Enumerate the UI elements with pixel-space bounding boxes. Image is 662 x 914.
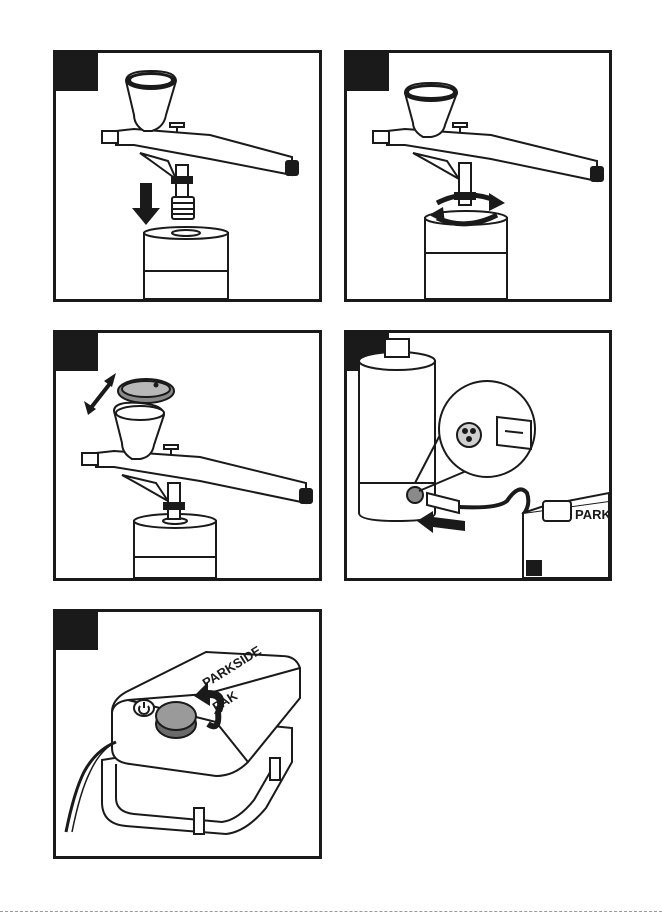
airbrush bbox=[373, 83, 603, 205]
compressor bbox=[523, 493, 609, 578]
airbrush-screw-illustration bbox=[347, 53, 609, 299]
compressor-dial-illustration: PARKSIDE PAK bbox=[56, 612, 319, 856]
air-hose bbox=[427, 489, 528, 515]
airbrush-lid-illustration bbox=[56, 333, 319, 578]
paint-cup-lid bbox=[118, 379, 174, 403]
air-canister bbox=[134, 514, 216, 578]
air-canister bbox=[359, 339, 435, 521]
arrowhead-icon bbox=[489, 193, 505, 211]
step-panel-2 bbox=[344, 50, 612, 302]
airbrush bbox=[102, 71, 298, 197]
step-panel-5: PARKSIDE PAK bbox=[53, 609, 322, 859]
canister-connect-illustration: PARKSIDE bbox=[347, 333, 609, 578]
arrow-down-icon bbox=[132, 183, 160, 225]
step-panel-1 bbox=[53, 50, 322, 302]
airbrush bbox=[82, 403, 312, 519]
compressor-brand-label: PARKSIDE bbox=[575, 507, 609, 522]
thread-connector bbox=[172, 197, 194, 219]
page-bottom-rule bbox=[0, 911, 662, 912]
power-button-icon bbox=[134, 700, 154, 716]
step-panel-4: PARKSIDE bbox=[344, 330, 612, 581]
step-panel-3 bbox=[53, 330, 322, 581]
double-arrow-icon bbox=[84, 373, 116, 415]
air-canister bbox=[144, 227, 228, 299]
airbrush-connect-illustration bbox=[56, 53, 319, 299]
pressure-dial bbox=[156, 702, 196, 738]
